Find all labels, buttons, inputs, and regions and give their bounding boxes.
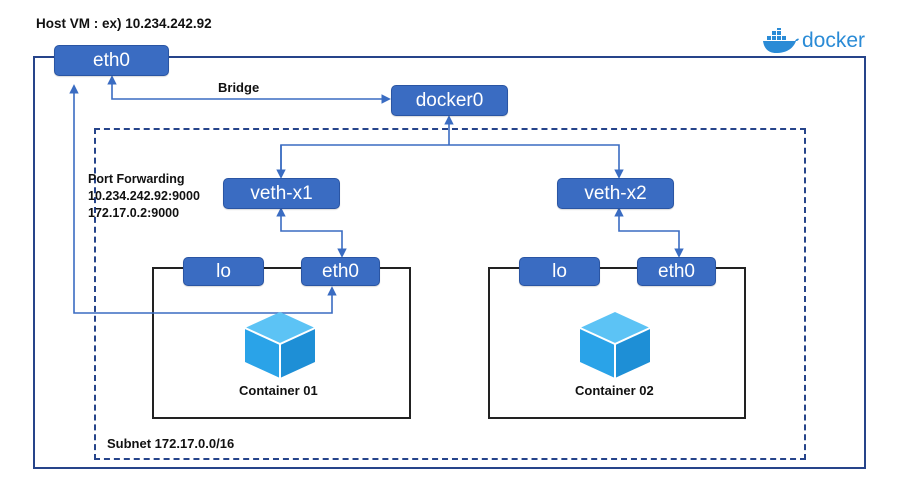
docker0-veth-line <box>280 117 619 177</box>
docker-whale-icon <box>763 28 799 53</box>
veth-x2-node: veth-x2 <box>557 178 674 209</box>
container-01-label: Container 01 <box>239 383 318 398</box>
veth-x1-eth0-line <box>276 207 347 258</box>
docker-wordmark: docker <box>802 29 866 52</box>
docker0-node: docker0 <box>391 85 508 116</box>
port-forwarding-block: Port Forwarding 10.234.242.92:9000 172.1… <box>88 171 200 222</box>
host-eth0-node: eth0 <box>54 45 169 76</box>
container-01-box <box>152 267 411 419</box>
cube-icon <box>244 312 316 378</box>
container-02-box <box>488 267 746 419</box>
container-02-label: Container 02 <box>575 383 654 398</box>
docker-logo: docker <box>762 28 865 54</box>
cube-icon <box>579 312 651 378</box>
host-vm-box <box>33 56 866 469</box>
port-forwarding-title: Port Forwarding <box>88 172 185 186</box>
veth-x1-node: veth-x1 <box>223 178 340 209</box>
container-02-lo-node: lo <box>519 257 600 286</box>
container-01-top-right <box>380 267 411 269</box>
container-01-eth0-node: eth0 <box>301 257 380 286</box>
bridge-label: Bridge <box>218 80 260 95</box>
port-forwarding-line <box>69 84 337 314</box>
port-forwarding-host-addr: 10.234.242.92:9000 <box>88 189 200 203</box>
container-02-eth0-node: eth0 <box>637 257 716 286</box>
container-02-top-mid <box>600 267 637 269</box>
port-forwarding-container-addr: 172.17.0.2:9000 <box>88 206 180 220</box>
container-01-lo-node: lo <box>183 257 264 286</box>
veth-x2-eth0-line <box>614 207 684 258</box>
subnet-label: Subnet 172.17.0.0/16 <box>107 436 235 451</box>
host-vm-title: Host VM : ex) 10.234.242.92 <box>36 16 212 31</box>
container-02-top-left <box>488 267 519 269</box>
container-02-top-right <box>716 267 746 269</box>
